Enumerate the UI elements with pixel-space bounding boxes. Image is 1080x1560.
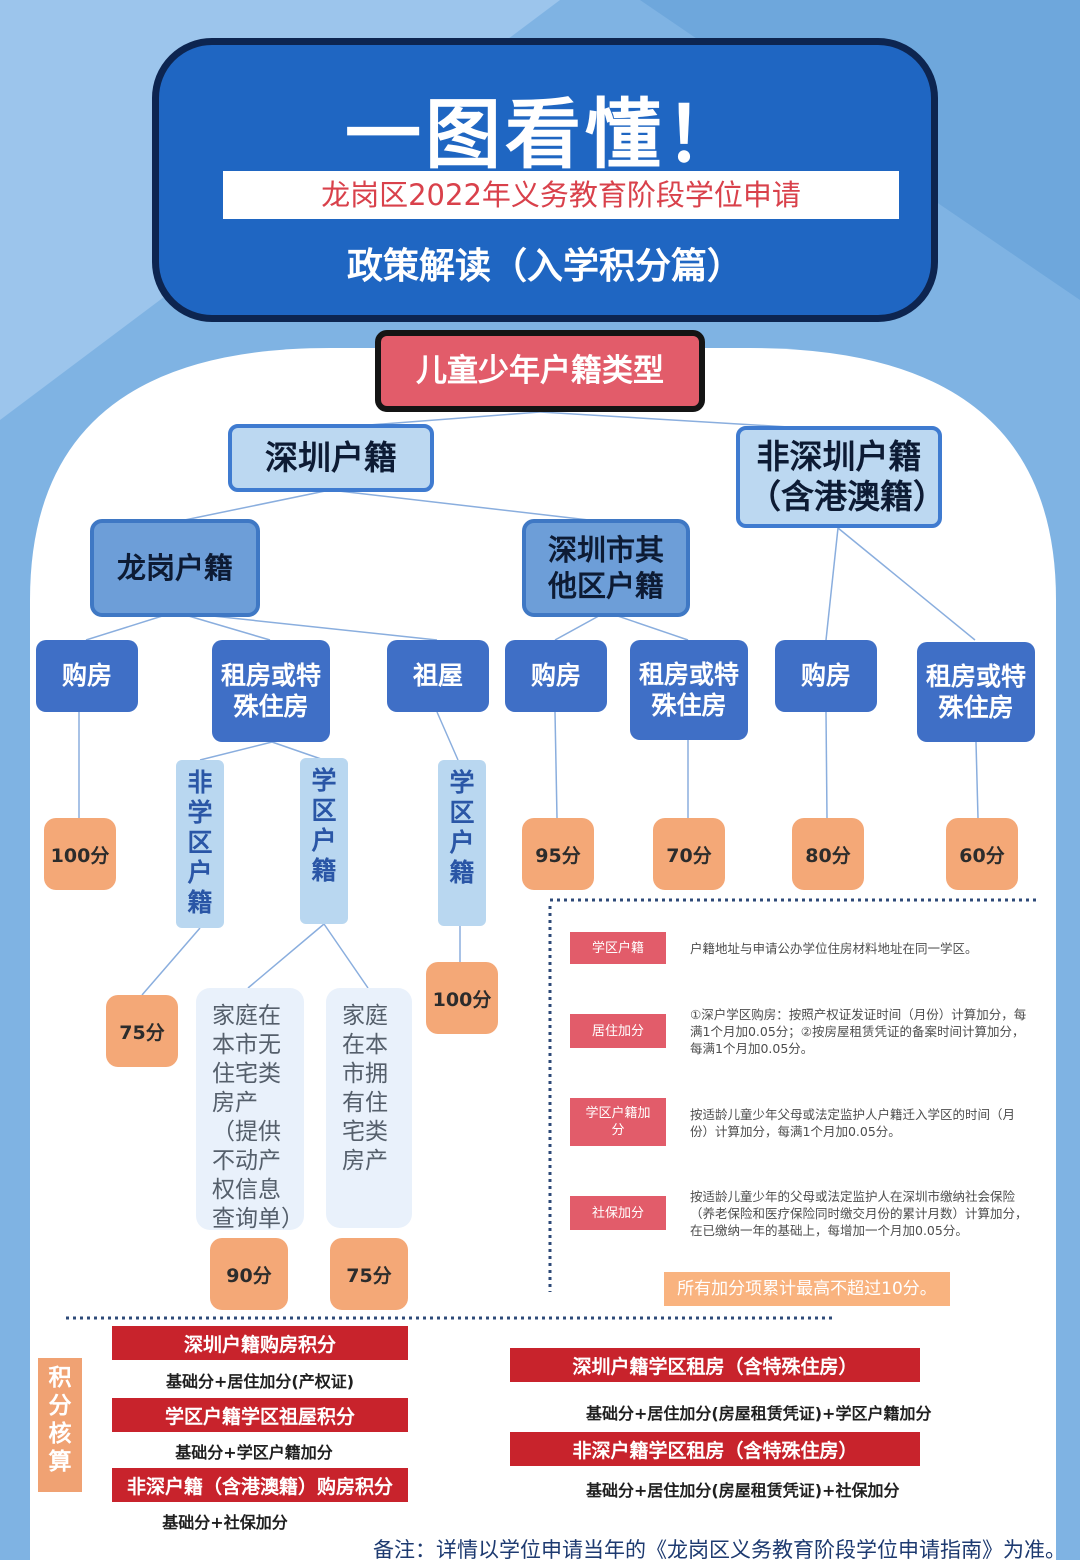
header-subtitle: 龙岗区2022年义务教育阶段学位申请 [223,171,899,219]
legend-text-district-hukou-bonus: 按适龄儿童少年父母或法定监护人户籍迁入学区的时间（月份）计算加分，每满1个月加0… [690,1107,1016,1139]
note-has-house: 家庭在本市拥有住宅类房产 [326,988,412,1228]
score-non-buy: 80分 [792,818,864,890]
score-lg-buy: 100分 [44,818,116,890]
node-other-district-hukou: 深圳市其他区户籍 [522,519,690,617]
calc-formula-sz-buy: 基础分+居住加分(产权证) [165,1372,355,1391]
score-non-rent: 60分 [946,818,1018,890]
footnote: 备注：详情以学位申请当年的《龙岗区义务教育阶段学位申请指南》为准。 [373,1538,1066,1560]
header-policy-title: 政策解读（入学积分篇） [346,246,743,287]
legend-tag-social-insurance-bonus: 社保加分 [570,1196,666,1230]
node-lg-rent: 租房或特殊住房 [212,640,330,742]
calc-formula-non-rent: 基础分+居住加分(房屋租赁凭证)+社保加分 [586,1481,900,1500]
calc-formula-non-buy: 基础分+社保加分 [162,1513,288,1532]
calc-title-ancestral: 学区户籍学区祖屋积分 [112,1398,408,1432]
legend-tag-district-hukou: 学区户籍 [570,932,666,964]
header-panel: 一图看懂！ 龙岗区2022年义务教育阶段学位申请 政策解读（入学积分篇） [152,38,938,322]
legend-text-social-insurance-bonus: 按适龄儿童少年的父母或法定监护人在深圳市缴纳社会保险（养老保险和医疗保险同时缴交… [690,1189,1028,1238]
legend-text-district-hukou: 户籍地址与申请公办学位住房材料地址在同一学区。 [690,941,978,956]
header-title: 一图看懂！ [345,90,745,179]
score-other-rent: 70分 [653,818,725,890]
tab-non-district-hukou: 非学区户籍 [176,760,224,928]
legend-tag-district-hukou-bonus: 学区户籍加分 [570,1098,666,1146]
node-non-buy: 购房 [775,640,877,712]
score-non-district: 75分 [106,995,178,1067]
node-other-buy: 购房 [505,640,607,712]
note-no-house: 家庭在本市无住宅类房产（提供不动产权信息查询单） [196,988,304,1232]
calc-side-label: 积分核算 [38,1358,82,1492]
node-shenzhen-hukou: 深圳户籍 [228,424,434,492]
tab-district-hukou: 学区户籍 [300,758,348,924]
calc-formula-sz-rent: 基础分+居住加分(房屋租赁凭证)+学区户籍加分 [586,1404,932,1423]
legend-bonus-cap: 所有加分项累计最高不超过10分。 [664,1272,950,1306]
legend-text-residence-bonus: ①深户学区购房：按照产权证发证时间（月份）计算加分，每满1个月加0.05分；②按… [690,1007,1027,1056]
node-non-shenzhen-hukou: 非深圳户籍（含港澳籍） [736,426,946,528]
score-ancestral: 100分 [426,962,498,1034]
root-node-hukou-type: 儿童少年户籍类型 [375,330,705,412]
calc-title-non-rent: 非深户籍学区租房（含特殊住房） [510,1432,920,1466]
node-longgang-hukou: 龙岗户籍 [90,519,260,617]
score-has-house: 75分 [330,1238,408,1310]
calc-title-non-buy: 非深户籍（含港澳籍）购房积分 [112,1468,408,1502]
node-non-rent: 租房或特殊住房 [917,642,1035,742]
score-other-buy: 95分 [522,818,594,890]
calc-title-sz-buy: 深圳户籍购房积分 [112,1326,408,1360]
node-other-rent: 租房或特殊住房 [630,640,748,740]
legend-tag-residence-bonus: 居住加分 [570,1014,666,1048]
node-lg-buy: 购房 [36,640,138,712]
node-lg-ancestral-house: 祖屋 [387,640,489,712]
calc-formula-ancestral: 基础分+学区户籍加分 [175,1443,333,1462]
calc-title-sz-rent: 深圳户籍学区租房（含特殊住房） [510,1348,920,1382]
tab-ancestral-district-hukou: 学区户籍 [438,760,486,926]
score-no-house: 90分 [210,1238,288,1310]
